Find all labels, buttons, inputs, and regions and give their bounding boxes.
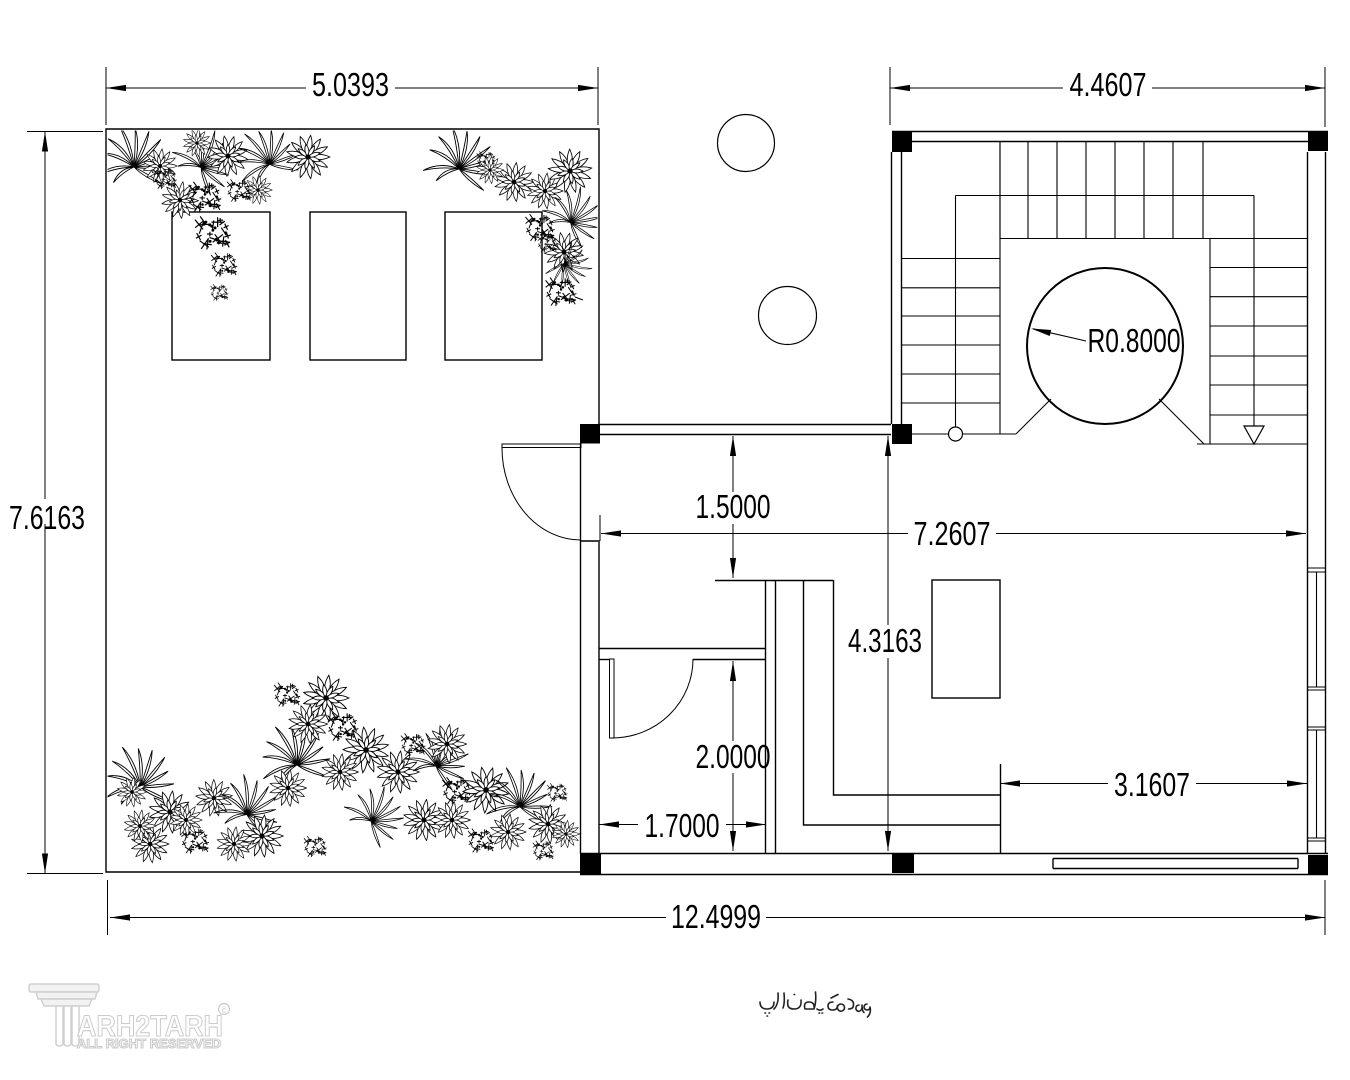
svg-text:5.0393: 5.0393 (312, 66, 389, 103)
svg-text:4.4607: 4.4607 (1070, 66, 1147, 103)
svg-text:R0.8000: R0.8000 (1088, 322, 1181, 359)
svg-text:7.2607: 7.2607 (914, 515, 991, 552)
svg-text:ALL RIGHT RESERVED: ALL RIGHT RESERVED (77, 1036, 221, 1051)
svg-text:3.1607: 3.1607 (1114, 766, 1190, 803)
svg-text:c: c (222, 1005, 227, 1015)
svg-text:12.4999: 12.4999 (671, 898, 761, 935)
svg-text:4.3163: 4.3163 (848, 622, 922, 659)
svg-text:1.7000: 1.7000 (645, 807, 720, 844)
svg-text:7.6163: 7.6163 (9, 499, 85, 536)
svg-text:1.5000: 1.5000 (696, 488, 771, 525)
svg-text:2.0000: 2.0000 (696, 738, 771, 775)
svg-text:ARH2TARH: ARH2TARH (77, 1010, 223, 1043)
